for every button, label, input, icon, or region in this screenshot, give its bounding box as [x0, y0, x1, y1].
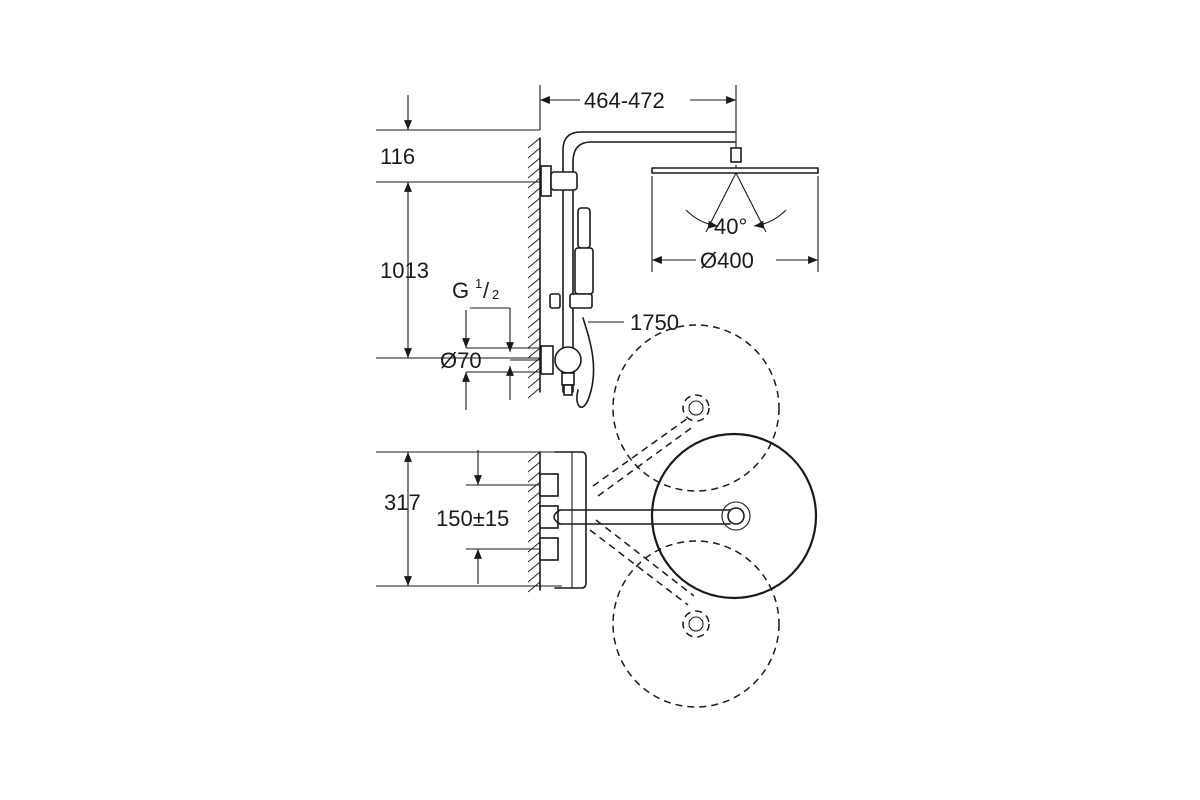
wall-hatch-line — [527, 471, 541, 483]
wall-side-view — [527, 137, 541, 399]
swing-position-lower — [612, 540, 780, 708]
horizontal-dimension-arm — [539, 85, 737, 148]
wall-hatch-line — [527, 207, 541, 219]
wall-hatch-line — [527, 267, 541, 279]
vertical-dimensions-side — [376, 95, 540, 359]
wall-hatch-line — [527, 461, 541, 473]
wall-hatch-line — [527, 541, 541, 553]
wall-hatch-line — [527, 197, 541, 209]
dim-116: 116 — [380, 144, 415, 169]
wall-hatch-line — [527, 177, 541, 189]
wall-hatch-line — [527, 347, 541, 359]
shower-head-top — [650, 432, 818, 600]
horizontal-dimension-head — [651, 176, 819, 272]
wall-hatch-line — [527, 157, 541, 169]
wall-hatch-line — [527, 367, 541, 379]
dim-317: 317 — [384, 490, 421, 515]
flange-dimension — [462, 310, 540, 410]
mixer-side — [540, 345, 582, 396]
wall-hatch-line — [527, 277, 541, 289]
shower-head-side — [651, 147, 819, 233]
wall-hatch-line — [527, 287, 541, 299]
wall-hatch-line — [527, 491, 541, 503]
wall-hatch-line — [527, 137, 541, 149]
dim-thread-g: G — [452, 278, 469, 303]
mixer-top-view — [539, 451, 587, 589]
wall-hatch-line — [527, 167, 541, 179]
wall-hatch-line — [527, 501, 541, 513]
hand-shower-side — [549, 207, 595, 409]
wall-hatch-line — [527, 531, 541, 543]
riser-pipe — [540, 131, 736, 393]
wall-hatch-line — [527, 521, 541, 533]
mixer-height-dimension — [376, 451, 562, 587]
wall-hatch-line — [527, 551, 541, 563]
dim-head-diameter: Ø400 — [700, 248, 754, 273]
wall-hatch-line — [527, 227, 541, 239]
dim-1013: 1013 — [380, 258, 429, 283]
wall-hatch-line — [527, 571, 541, 583]
dim-150-15: 150±15 — [436, 506, 509, 531]
wall-hatch-line — [527, 217, 541, 229]
dim-thread-num: 1 — [475, 276, 482, 291]
wall-hatch-line — [527, 307, 541, 319]
wall-hatch-line — [527, 187, 541, 199]
dim-thread-slash: / — [483, 278, 490, 303]
wall-hatch-line — [527, 257, 541, 269]
wall-hatch-line — [527, 237, 541, 249]
wall-hatch-line — [527, 511, 541, 523]
wall-hatch-line — [527, 561, 541, 573]
dim-flange-diameter: Ø70 — [440, 348, 482, 373]
dim-thread-den: 2 — [492, 287, 499, 302]
dim-hose-length: 1750 — [630, 310, 679, 335]
dim-spray-angle: 40° — [714, 214, 747, 239]
wall-hatch-line — [527, 337, 541, 349]
dim-464-472: 464-472 — [584, 88, 665, 113]
swing-position-upper — [592, 324, 780, 497]
wall-hatch-line — [527, 581, 541, 593]
inlet-spacing-dimension — [466, 450, 540, 584]
wall-hatch-line — [527, 481, 541, 493]
wall-hatch-line — [527, 247, 541, 259]
wall-hatch-line — [527, 377, 541, 389]
wall-hatch-line — [527, 297, 541, 309]
wall-top-view — [527, 451, 541, 593]
thread-leader — [470, 307, 514, 352]
wall-hatch-line — [527, 387, 541, 399]
swing-arm-dashed — [589, 519, 695, 606]
wall-hatch-line — [527, 451, 541, 463]
wall-hatch-line — [527, 147, 541, 159]
wall-hatch-line — [527, 327, 541, 339]
shower-arm-top — [553, 509, 731, 525]
wall-hatch-line — [527, 317, 541, 329]
